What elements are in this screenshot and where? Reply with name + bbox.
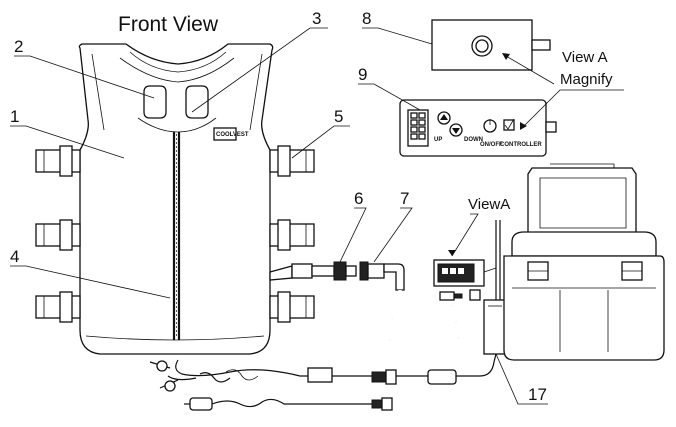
- view-a-leader: [451, 213, 479, 257]
- cooler-box: [495, 163, 665, 361]
- callout-2: 2: [14, 37, 23, 56]
- vest-front: COOLVEST: [78, 43, 274, 355]
- callout-3: 3: [312, 9, 321, 28]
- up-button-label: UP: [434, 137, 442, 143]
- view-a-label: View A: [562, 49, 608, 66]
- controller-label: CONTROLLER: [500, 142, 542, 148]
- diagram-title: Front View: [118, 13, 219, 36]
- right-side-straps: [269, 145, 315, 323]
- quick-connector-6: [291, 261, 357, 281]
- callout-9: 9: [358, 65, 367, 84]
- callout-6: 6: [354, 189, 363, 208]
- power-cables: [149, 353, 497, 411]
- view-a-small-label: ViewA: [468, 196, 510, 213]
- controller-magnified-9: UP DOWN ON/OFF CONTROLLER: [399, 99, 557, 157]
- quick-connector-7: [359, 261, 405, 291]
- down-button-label: DOWN: [464, 137, 483, 143]
- callout-1: 1: [10, 107, 19, 126]
- magnify-label: Magnify: [560, 71, 613, 88]
- controller-box-17: [483, 299, 507, 355]
- view-a-arrow-leader: [505, 55, 555, 85]
- view-a-inset: [433, 259, 497, 301]
- pump-unit-8: [431, 19, 551, 71]
- vest-outlet-connector: [269, 265, 293, 281]
- callout-7: 7: [400, 189, 409, 208]
- left-side-straps: [35, 145, 81, 323]
- callout-8: 8: [362, 9, 371, 28]
- on-off-label: ON/OFF: [480, 142, 503, 148]
- magnify-leader: [521, 89, 624, 129]
- coiled-hose: [376, 269, 490, 370]
- callout-5: 5: [334, 107, 343, 126]
- callout-4: 4: [10, 247, 19, 266]
- vest-brand-label: COOLVEST: [216, 132, 249, 138]
- callout-17: 17: [528, 385, 547, 404]
